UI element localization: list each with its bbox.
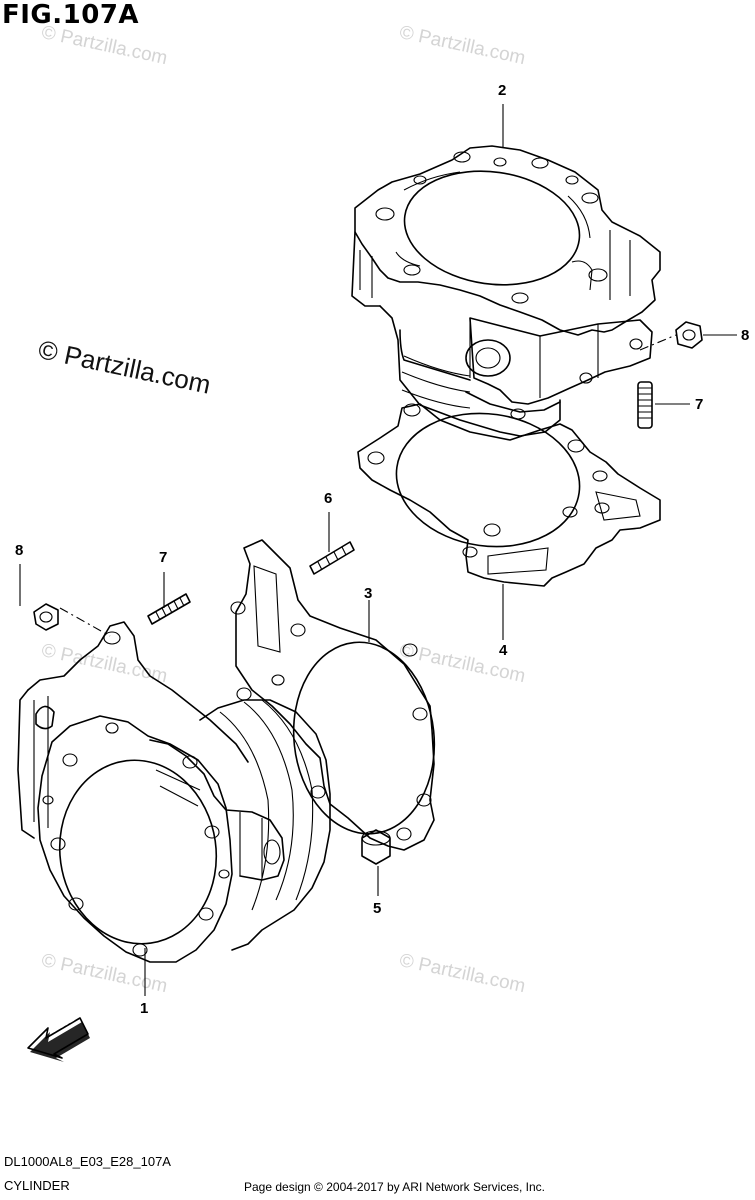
cylinder-front-part-1 xyxy=(17,621,331,963)
callout-part-8-upper: 8 xyxy=(741,327,750,344)
callout-part-6: 6 xyxy=(324,490,333,507)
dowel-pin-part-5 xyxy=(361,829,391,865)
stud-bolt-part-7-lower xyxy=(147,593,191,625)
forward-direction-arrow-icon xyxy=(27,1017,90,1062)
diagram-name: CYLINDER xyxy=(4,1178,70,1193)
gasket-part-3 xyxy=(230,539,436,851)
callout-part-5: 5 xyxy=(373,900,382,917)
callout-part-7-upper: 7 xyxy=(695,396,704,413)
callout-part-8-lower: 8 xyxy=(15,542,24,559)
stud-bolt-part-6 xyxy=(309,541,355,575)
callout-part-3: 3 xyxy=(364,585,373,602)
callout-part-7-lower: 7 xyxy=(159,549,168,566)
leader-lines xyxy=(19,104,737,996)
gasket-part-4 xyxy=(357,403,661,587)
callout-part-1: 1 xyxy=(140,1000,149,1017)
copyright-notice: Page design © 2004-2017 by ARI Network S… xyxy=(244,1180,546,1194)
callout-part-4: 4 xyxy=(499,642,508,659)
nut-part-8-lower xyxy=(33,603,59,631)
callout-part-2: 2 xyxy=(498,82,507,99)
stud-bolt-part-7-upper xyxy=(637,381,653,429)
nut-part-8-upper xyxy=(675,321,703,349)
figure-title: FIG.107A xyxy=(2,0,140,30)
diagram-code: DL1000AL8_E03_E28_107A xyxy=(4,1154,171,1169)
cylinder-rear-part-2 xyxy=(351,145,661,437)
